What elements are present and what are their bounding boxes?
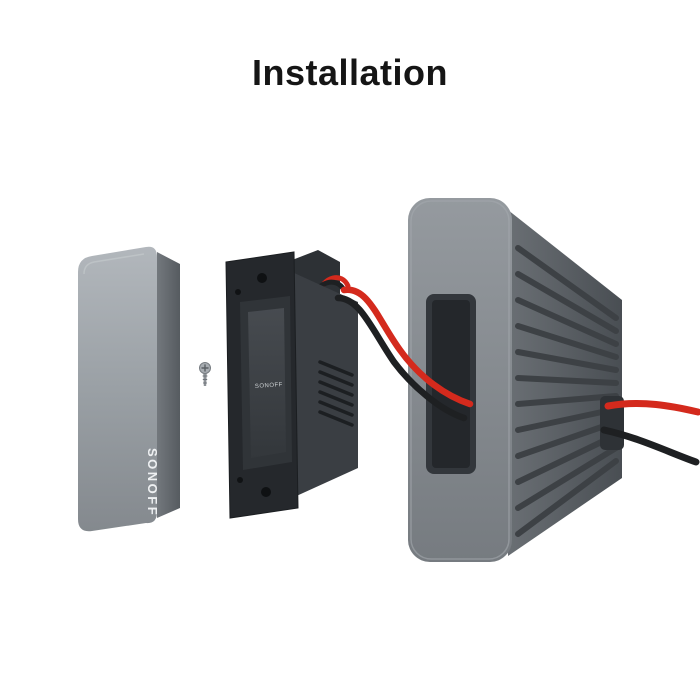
faceplate-side-edge	[157, 252, 180, 518]
bracket-hole-bottom	[261, 487, 271, 497]
black-wire-main	[334, 294, 468, 422]
screw-cross-slot	[201, 364, 209, 372]
bracket-hole-top	[257, 273, 267, 283]
power-wires-exit	[600, 400, 700, 466]
page-title: Installation	[251, 52, 449, 93]
vent-louvers	[515, 245, 619, 537]
mounting-bracket: SONOFF	[225, 251, 299, 519]
faceplate-front	[78, 246, 157, 532]
bracket-hole-left-top	[235, 289, 241, 295]
black-wire	[600, 426, 700, 466]
faceplate-cover: SONOFF	[78, 246, 180, 532]
switch-opening-interior	[432, 300, 470, 468]
switch-rocker	[248, 308, 286, 458]
brand-logo: SONOFF	[145, 448, 160, 517]
red-wire	[604, 400, 700, 416]
switch-module	[287, 250, 358, 498]
module-vent-slots	[318, 360, 354, 427]
power-wires	[334, 286, 474, 422]
wall-mount-box	[408, 198, 624, 562]
brand-logo-small: SONOFF	[255, 382, 283, 390]
bracket-hole-left-bottom	[237, 477, 243, 483]
red-wire-main	[340, 286, 474, 408]
mounting-screw	[199, 362, 211, 386]
